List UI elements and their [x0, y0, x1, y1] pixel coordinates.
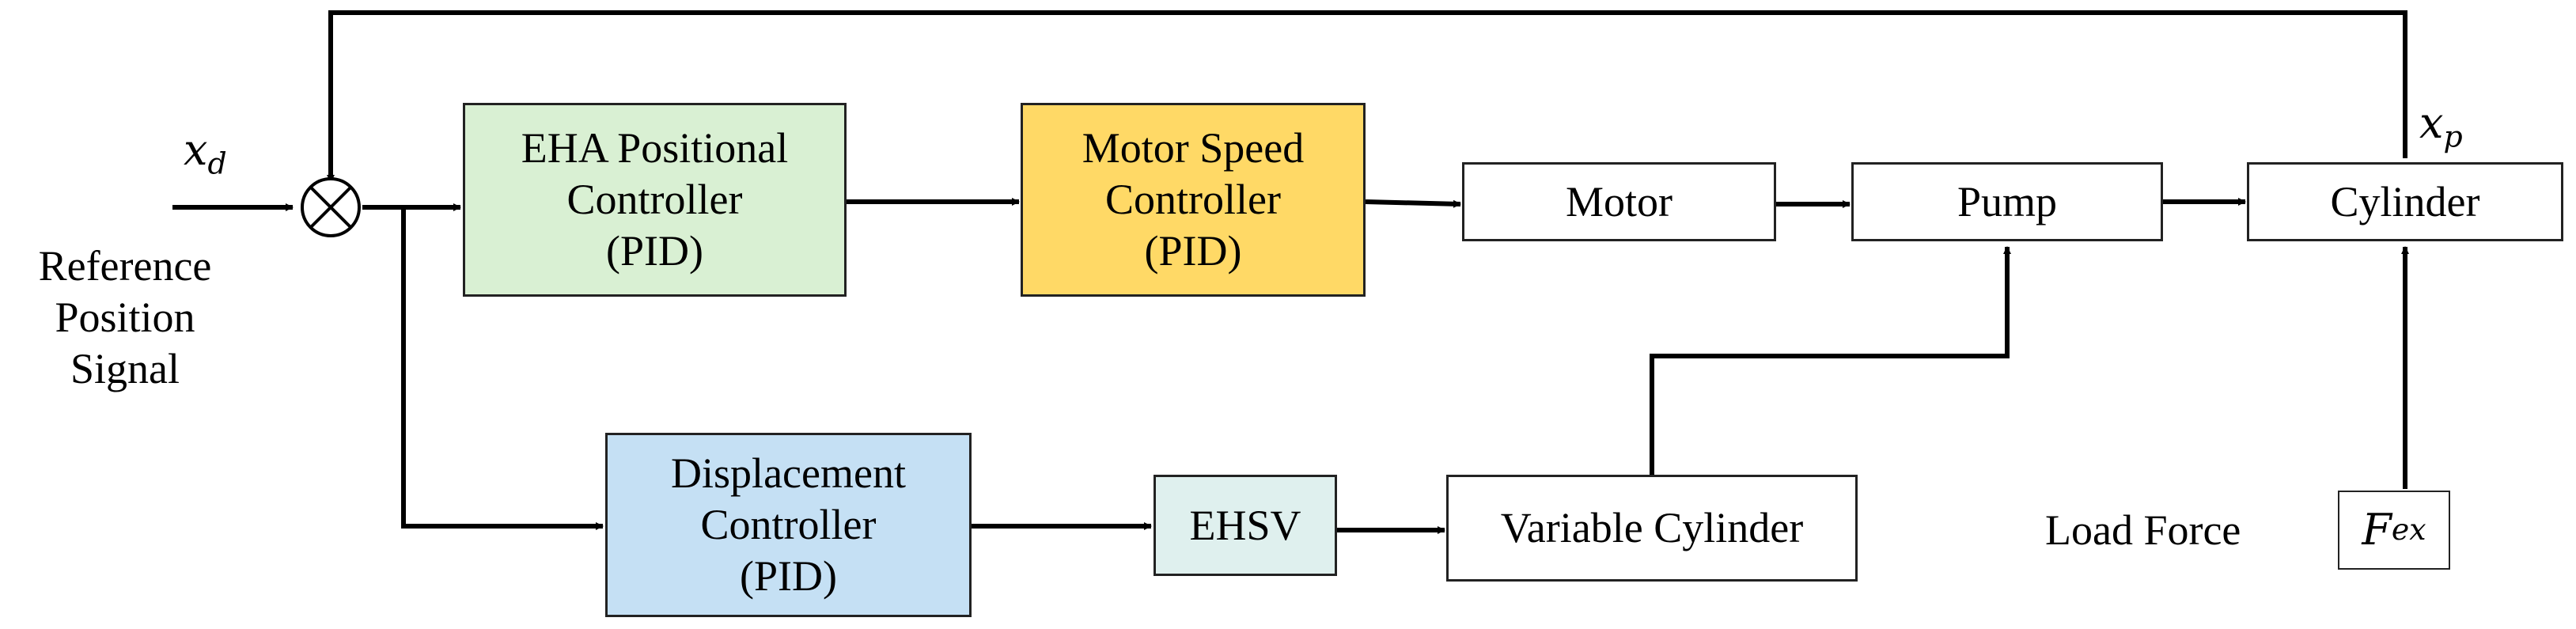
reference-position-label: Reference Position Signal — [38, 242, 212, 392]
motor-block: Motor — [1462, 162, 1776, 241]
xp-symbol: x — [2419, 98, 2444, 148]
displacement-controller-block: Displacement Controller (PID) — [605, 433, 972, 617]
eha-positional-controller-block: EHA Positional Controller (PID) — [463, 103, 847, 297]
xd-subscript: d — [207, 146, 227, 181]
variable-cylinder-to-pump-arrow — [1650, 246, 2011, 475]
ehsv-block: EHSV — [1154, 475, 1337, 576]
reference-symbol-xd: xd — [184, 125, 227, 182]
xp-subscript: p — [2443, 119, 2463, 154]
load-force-label: Load Force — [2045, 506, 2241, 554]
motor-speed-controller-block: Motor Speed Controller (PID) — [1021, 103, 1366, 297]
fex-symbol: F — [2362, 504, 2392, 555]
cylinder-block: Cylinder — [2247, 162, 2563, 241]
xd-symbol: x — [184, 125, 208, 175]
displacement-branch-arrow — [401, 207, 604, 530]
feedback-arrow — [327, 10, 2407, 183]
output-symbol-xp: xp — [2419, 98, 2463, 155]
fex-subscript: ex — [2391, 512, 2426, 548]
pump-block: Pump — [1851, 162, 2163, 241]
motor-speed-to-motor-arrow — [1365, 199, 1461, 208]
variable-cylinder-block: Variable Cylinder — [1446, 475, 1858, 582]
circle-cross-icon — [301, 177, 361, 237]
